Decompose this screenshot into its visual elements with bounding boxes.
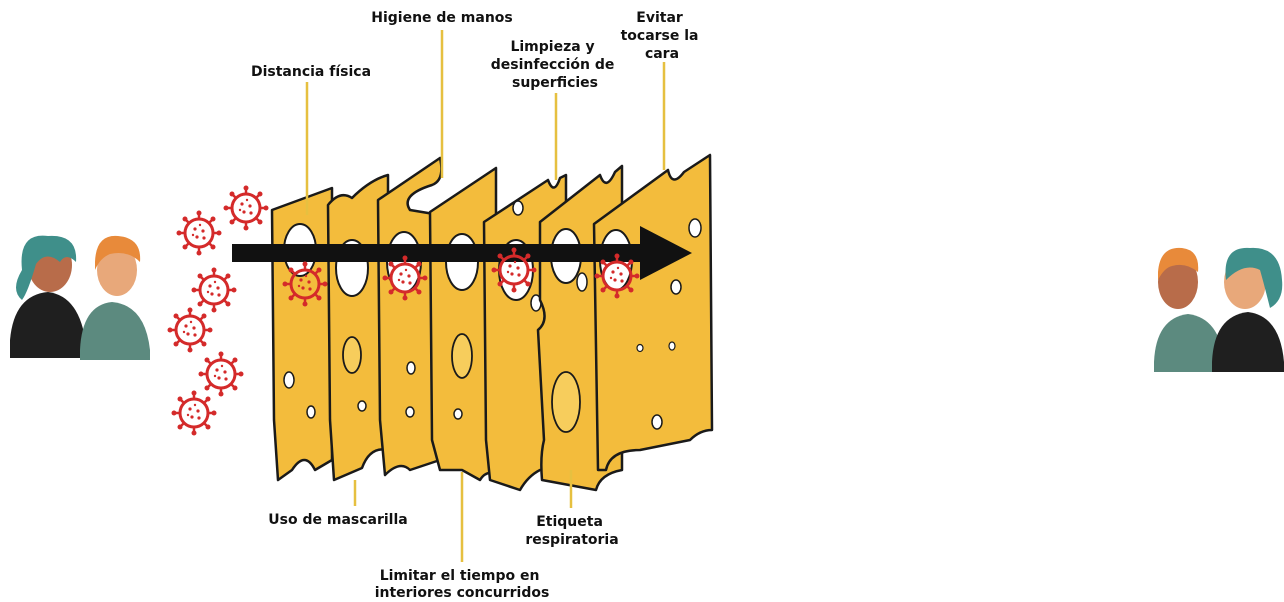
label-limitar-line-1: Limitar el tiempo en [380,568,540,584]
cheese-slices [272,155,712,490]
label-etiqueta-respiratoria: Etiqueta respiratoria [525,514,618,548]
label-limitar-tiempo: Limitar el tiempo en interiores concurri… [375,568,550,601]
label-evitar-line-3: cara [645,46,679,62]
label-uso-de-mascarilla: Uso de mascarilla [268,512,407,528]
label-etiqueta-line-1: Etiqueta [536,514,603,530]
person-icon [10,236,86,358]
coronavirus-icon [199,352,244,397]
label-distancia-fisica: Distancia física [251,64,371,80]
label-evitar-tocarse-la-cara: Evitar tocarse la cara [621,10,704,62]
coronavirus-icon [177,211,222,256]
virus-cloud [168,186,269,436]
label-etiqueta-line-2: respiratoria [525,532,618,548]
person-icon [80,236,150,360]
cheese-slice-distancia [272,188,332,480]
label-limpieza-line-1: Limpieza y [510,39,594,55]
label-limpieza-line-3: superficies [512,75,598,91]
label-evitar-line-1: Evitar [636,10,683,26]
label-limpieza-line-2: desinfección de [491,57,615,73]
label-limitar-line-2: interiores concurridos [375,585,550,601]
label-limpieza-desinfeccion: Limpieza y desinfección de superficies [491,39,619,91]
coronavirus-icon [224,186,269,231]
label-higiene-de-manos: Higiene de manos [371,10,513,26]
coronavirus-icon [168,308,213,353]
right-people-group [1154,248,1284,372]
person-icon [1212,248,1284,372]
coronavirus-icon [172,391,217,436]
left-people-group [10,236,150,360]
label-evitar-line-2: tocarse la [621,28,699,44]
coronavirus-icon [192,268,237,313]
